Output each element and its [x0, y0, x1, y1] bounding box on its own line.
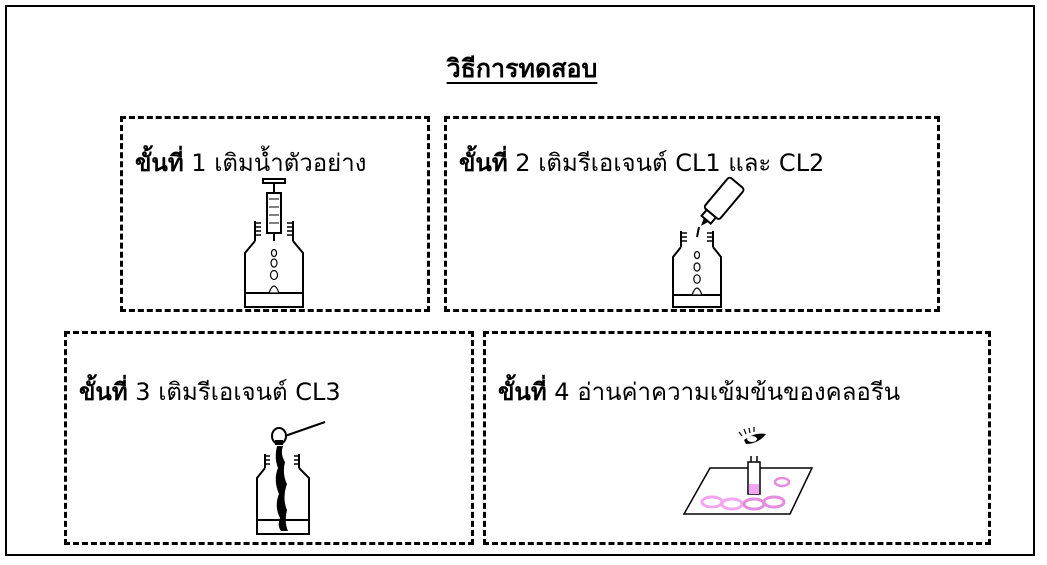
step-3-box: ขั้นที่ 3 เติมรีเอเจนต์ CL3 [64, 331, 474, 545]
step-1-text: เติมน้ำตัวอย่าง [214, 149, 367, 177]
step-3-prefix: ขั้นที่ [79, 378, 128, 406]
diagram-title: วิธีการทดสอบ [446, 54, 598, 83]
step-2-box: ขั้นที่ 2 เติมรีเอเจนต์ CL1 และ CL2 [444, 116, 940, 312]
step-1-prefix: ขั้นที่ [135, 149, 184, 177]
spoon-powder-bottle-icon [256, 421, 326, 535]
step-4-number: 4 [554, 378, 570, 406]
syringe-bottle-icon [244, 178, 304, 308]
step-1-label: ขั้นที่ 1 เติมน้ำตัวอย่าง [135, 143, 366, 182]
step-2-prefix: ขั้นที่ [459, 149, 508, 177]
step-4-text: อ่านค่าความเข้มข้นของคลอรีน [577, 378, 901, 406]
step-4-prefix: ขั้นที่ [498, 378, 547, 406]
step-2-label: ขั้นที่ 2 เติมรีเอเจนต์ CL1 และ CL2 [459, 143, 824, 182]
color-comparator-icon [682, 427, 814, 515]
step-4-box: ขั้นที่ 4 อ่านค่าความเข้มข้นของคลอรีน [483, 331, 991, 545]
reagent-dropper-bottle-icon [672, 176, 745, 308]
step-3-number: 3 [135, 378, 151, 406]
step-3-label: ขั้นที่ 3 เติมรีเอเจนต์ CL3 [79, 372, 341, 411]
step-4-label: ขั้นที่ 4 อ่านค่าความเข้มข้นของคลอรีน [498, 372, 900, 411]
step-2-text: เติมรีเอเจนต์ CL1 และ CL2 [538, 149, 825, 177]
step-3-text: เติมรีเอเจนต์ CL3 [158, 378, 341, 406]
step-1-number: 1 [191, 149, 207, 177]
step-2-number: 2 [515, 149, 531, 177]
step-1-box: ขั้นที่ 1 เติมน้ำตัวอย่าง [120, 116, 430, 312]
